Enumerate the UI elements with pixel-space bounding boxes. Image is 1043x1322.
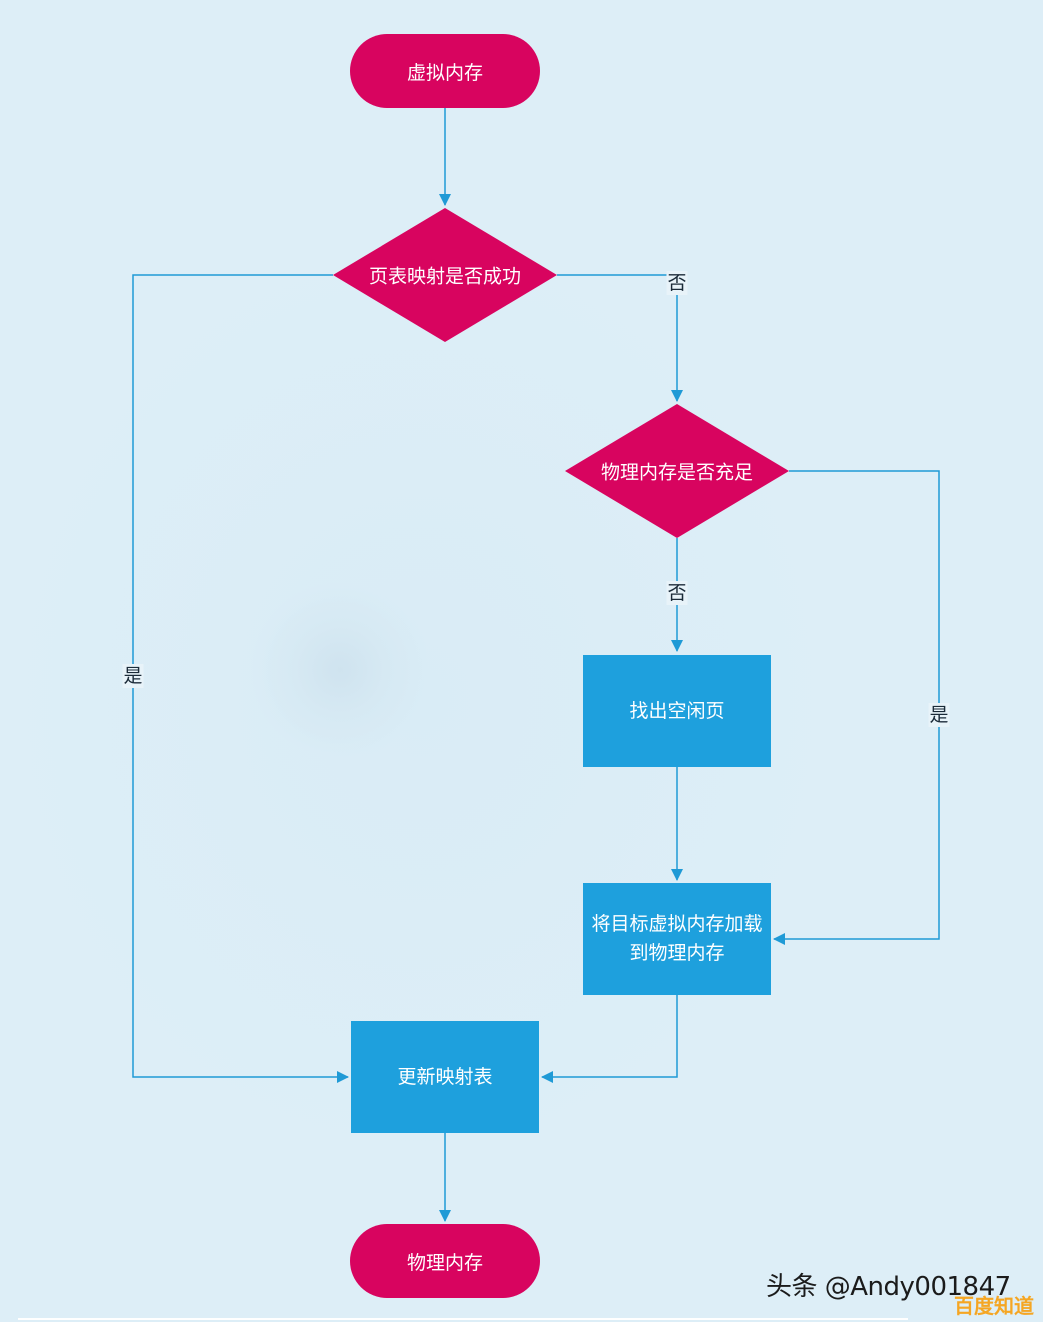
edge-page-table-no (557, 274, 683, 402)
edge-physical-memory-yes (773, 470, 940, 945)
decision-page-table-label: 页表映射是否成功 (368, 265, 522, 288)
update-table-node: 更新映射表 (351, 1021, 539, 1133)
bottom-divider (18, 1318, 908, 1320)
start-node: 虚拟内存 (350, 34, 540, 108)
edge-page-table-yes (132, 274, 349, 1083)
decision-physical-memory-shape (565, 404, 789, 538)
decision-page-table-shape (333, 208, 557, 342)
edge-label-physical-memory-yes: 是 (928, 703, 950, 727)
watermark-text: 头条 @Andy001847 (766, 1272, 1011, 1302)
watermark-site: 百度知道 (954, 1294, 1034, 1318)
edge-label-page-table-no: 否 (666, 271, 688, 295)
edge-load-to-update (541, 995, 678, 1083)
edge-label-page-table-yes: 是 (122, 664, 144, 688)
edge-label-physical-memory-no: 否 (666, 581, 688, 605)
decision-physical-memory-label: 物理内存是否充足 (600, 461, 754, 484)
find-free-page-node: 找出空闲页 (583, 655, 771, 767)
load-page-node: 将目标虚拟内存加载到物理内存 (583, 883, 771, 995)
end-node: 物理内存 (350, 1224, 540, 1298)
